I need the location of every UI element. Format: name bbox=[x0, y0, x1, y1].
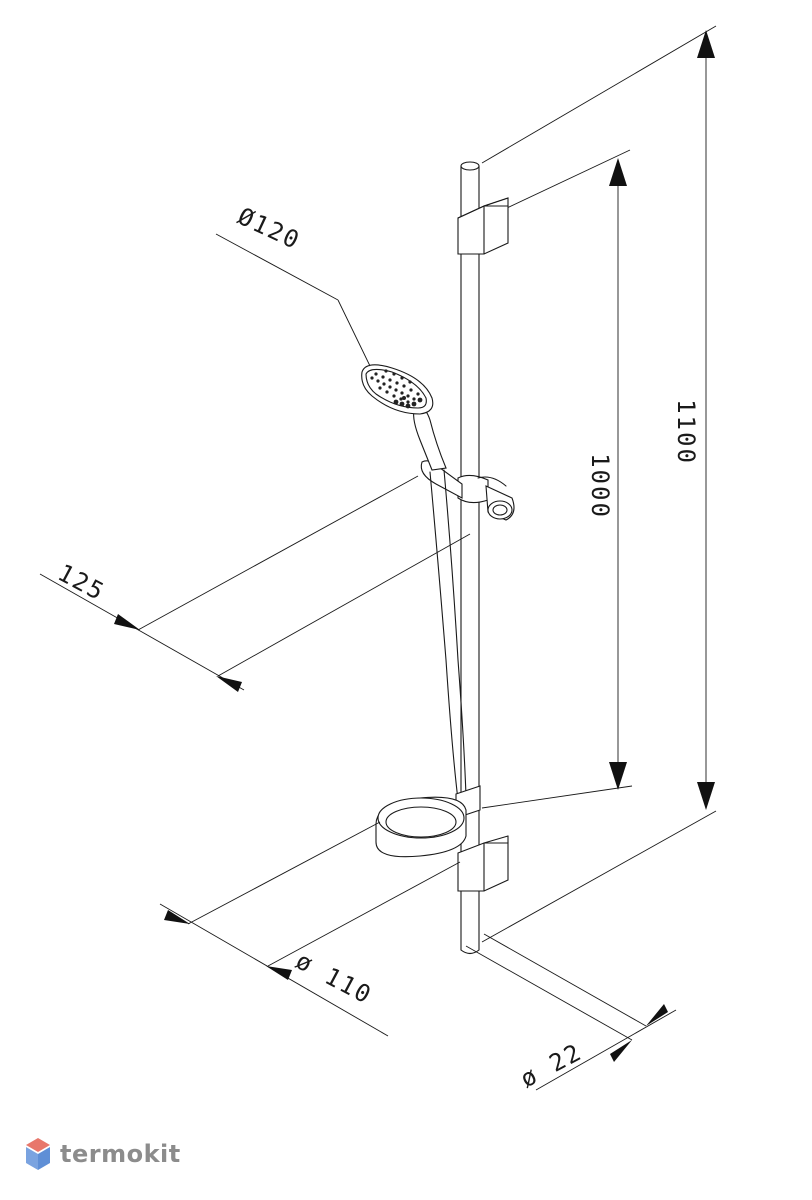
dim-label-dish-diameter: ø 110 bbox=[291, 947, 377, 1010]
dimension-125: 125 bbox=[39, 475, 471, 692]
soap-dish bbox=[375, 785, 481, 858]
slider-holder bbox=[420, 460, 515, 521]
arrow-1100-bottom bbox=[697, 782, 715, 810]
arrow-22-right bbox=[646, 1004, 668, 1026]
arrow-1100-top bbox=[697, 30, 715, 58]
dimension-1000: 1000 bbox=[586, 158, 627, 790]
extension-lines bbox=[481, 25, 717, 943]
dim-label-125: 125 bbox=[53, 559, 110, 607]
arrow-1000-top bbox=[609, 158, 627, 186]
arrow-22-left bbox=[610, 1040, 632, 1062]
dim-label-1100: 1100 bbox=[672, 399, 700, 465]
spray-nozzles bbox=[370, 369, 423, 409]
top-bracket bbox=[457, 197, 509, 255]
head-diameter-leader: Ø120 bbox=[215, 202, 371, 367]
logo-right-face bbox=[38, 1147, 50, 1170]
arrow-1000-bottom bbox=[609, 762, 627, 790]
dimension-1100: 1100 bbox=[672, 30, 715, 810]
bottom-bracket bbox=[457, 835, 509, 892]
dim-label-rail-diameter: ø 22 bbox=[516, 1038, 587, 1094]
arrow-125-left bbox=[114, 614, 140, 630]
shower-hose bbox=[429, 469, 467, 801]
logo-top-face bbox=[26, 1138, 50, 1152]
brand-logo: termokit bbox=[24, 1134, 181, 1174]
arrow-110-left bbox=[164, 910, 190, 924]
dimension-rail-22: ø 22 bbox=[465, 933, 677, 1094]
dim-label-head-diameter: Ø120 bbox=[233, 202, 304, 255]
dim-label-1000: 1000 bbox=[586, 453, 614, 519]
hand-shower bbox=[361, 364, 447, 471]
brand-name: termokit bbox=[60, 1140, 181, 1168]
arrow-125-right bbox=[216, 676, 242, 692]
termokit-cube-icon bbox=[26, 1138, 50, 1170]
logo-left-face bbox=[26, 1147, 38, 1170]
arrow-110-right bbox=[266, 966, 292, 980]
